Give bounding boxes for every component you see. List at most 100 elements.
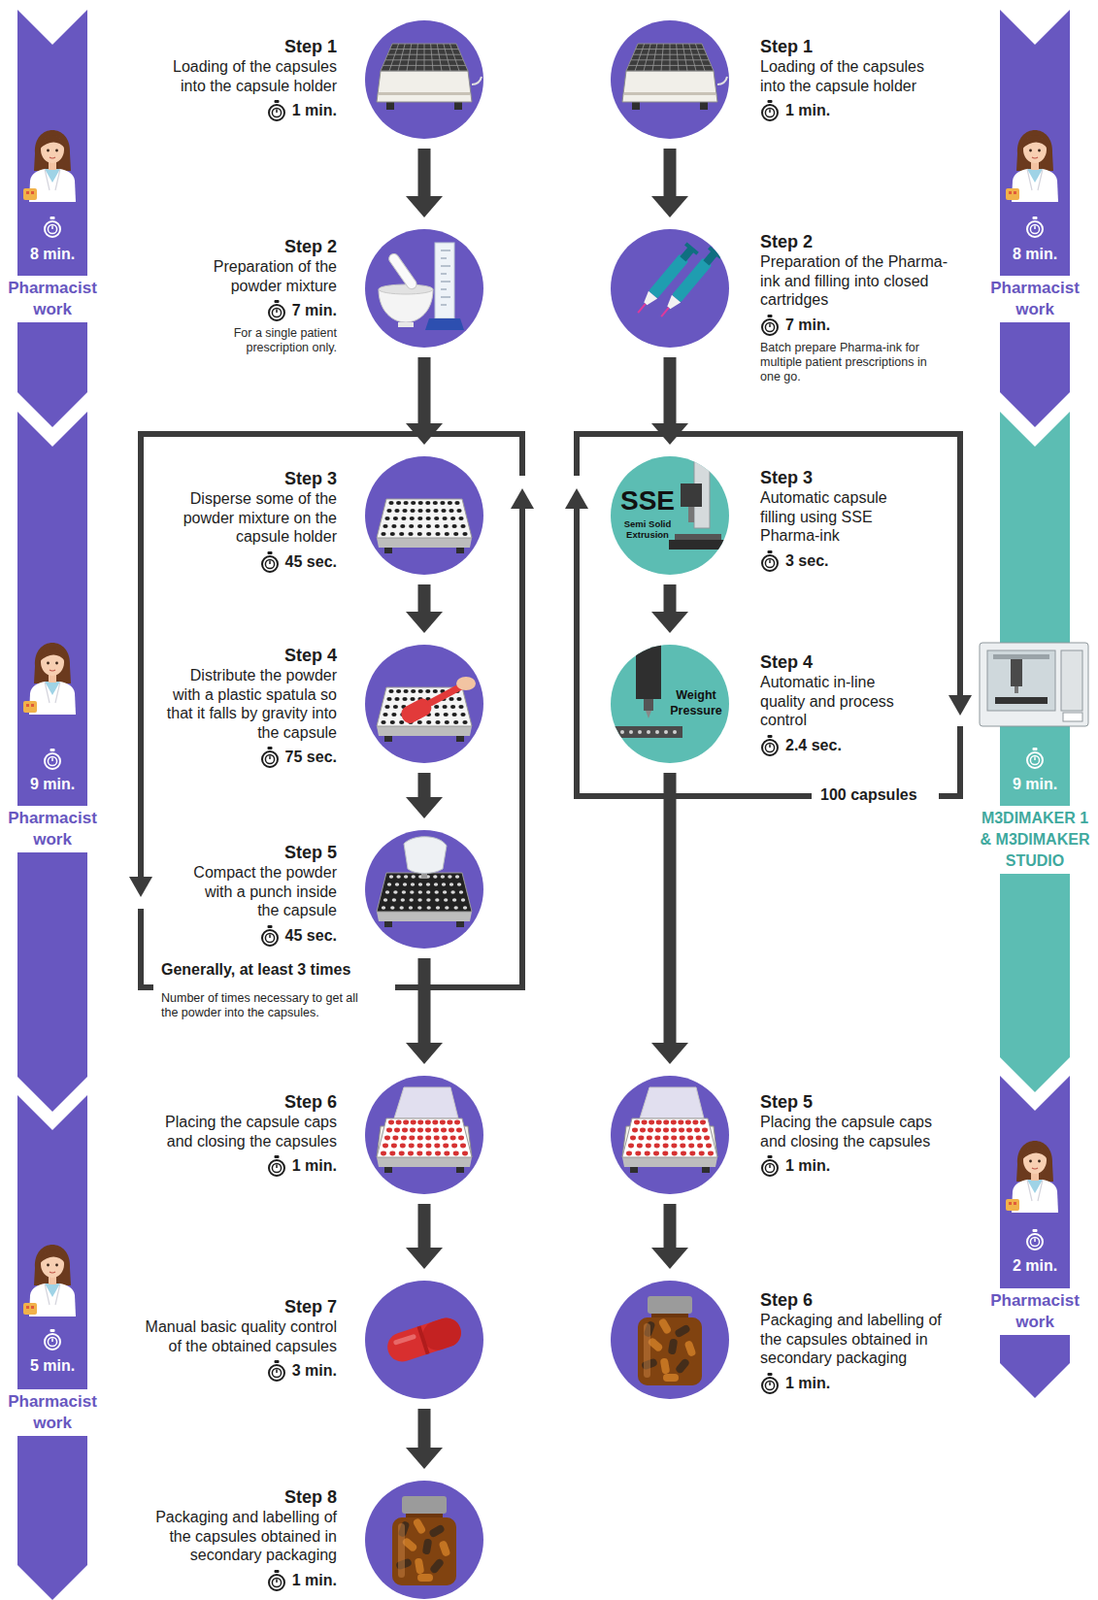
band-label: Pharmacist work: [3, 275, 101, 323]
stopwatch-icon: [260, 551, 280, 573]
illustration-ellipse: [432, 689, 438, 694]
step-circle: [365, 1480, 484, 1599]
illustration-ellipse: [403, 874, 408, 879]
illustration-rect: [383, 1314, 465, 1366]
illustration-ellipse: [456, 1128, 463, 1133]
illustration-ellipse: [692, 1120, 699, 1126]
illustration-line: [637, 303, 646, 313]
illustration-polygon: [645, 710, 652, 719]
band-time: 9 min.: [971, 774, 1098, 795]
illustration-circle: [271, 307, 281, 317]
illustration-ellipse: [40, 1250, 65, 1278]
step-node: Step 8Packaging and labelling of the cap…: [145, 1480, 484, 1599]
band-label: M3DIMAKER 1 & M3DIMAKER STUDIO: [976, 805, 1094, 874]
illustration-path: [1033, 226, 1036, 230]
illustration-ellipse: [639, 1128, 646, 1133]
illustration-ellipse: [443, 712, 449, 717]
illustration-svg: [365, 830, 484, 949]
step-circle: [610, 229, 730, 348]
illustration-line: [382, 65, 466, 67]
illustration-circle: [365, 644, 484, 764]
illustration-svg: [266, 1360, 287, 1382]
illustration-ellipse: [670, 1120, 677, 1126]
time-row: 1 min.: [760, 1153, 945, 1179]
illustration-ellipse: [434, 524, 440, 529]
illustration-rect: [398, 1523, 405, 1578]
band-time-box: 8 min.: [0, 244, 105, 265]
step-circle: [365, 456, 484, 575]
illustration-polygon: [626, 43, 714, 71]
illustration-ellipse: [679, 1143, 686, 1149]
time-row: 7 min.: [760, 312, 958, 338]
illustration-ellipse: [1023, 135, 1047, 164]
illustration-rect: [995, 697, 1048, 704]
illustration-ellipse: [443, 1151, 450, 1157]
illustration-ellipse: [432, 1120, 438, 1126]
illustration-ellipse: [383, 898, 388, 902]
step-text: Step 1Loading of the capsules into the c…: [760, 35, 937, 124]
illustration-ellipse: [444, 905, 449, 910]
illustration-ellipse: [417, 1143, 424, 1149]
illustration-ellipse: [456, 508, 462, 513]
illustration-circle: [268, 304, 285, 321]
loop-line: [140, 433, 523, 877]
step-text: Step 2Preparation of the Pharma-ink and …: [760, 231, 958, 385]
illustration-path: [403, 836, 447, 874]
illustration-circle: [365, 1075, 484, 1195]
arrow-shaft: [418, 772, 432, 799]
illustration-rect: [1032, 1229, 1038, 1232]
step-description: Placing the capsule caps and closing the…: [760, 1112, 945, 1151]
illustration-circle: [262, 930, 278, 946]
illustration-ellipse: [454, 500, 460, 505]
stopwatch-icon: [266, 1155, 287, 1177]
step-time: 7 min.: [785, 315, 831, 335]
illustration-ellipse: [426, 532, 432, 536]
illustration-g: [979, 642, 1089, 727]
step-description: Distribute the powder with a plastic spa…: [166, 665, 337, 742]
illustration-circle: [44, 1333, 61, 1350]
illustration-circle: [646, 730, 651, 734]
illustration-svg: [365, 644, 484, 764]
illustration-circle: [55, 662, 59, 666]
illustration-ellipse: [408, 1143, 415, 1149]
illustration-path: [275, 309, 278, 313]
step-text: Step 5Compact the powder with a punch in…: [186, 841, 337, 949]
illustration-ellipse: [418, 890, 423, 895]
illustration-path: [49, 669, 56, 671]
illustration-rect: [273, 1360, 279, 1364]
illustration-g: [1027, 216, 1043, 237]
illustration-ellipse: [391, 712, 397, 717]
band-time: 8 min.: [0, 244, 105, 265]
illustration-circle: [1027, 752, 1043, 768]
illustration-ellipse: [434, 1151, 441, 1157]
illustration-line: [440, 266, 451, 267]
step-heading: Step 6: [152, 1091, 337, 1113]
illustration-circle: [765, 558, 774, 567]
band-shape: [0, 1095, 105, 1600]
illustration-line: [631, 59, 709, 61]
arrow-head: [651, 1247, 689, 1269]
illustration-ellipse: [449, 882, 454, 887]
illustration-rect: [979, 642, 1089, 727]
illustration-g: [622, 1087, 718, 1173]
illustration-circle: [610, 1075, 730, 1195]
illustration-line: [689, 43, 697, 71]
illustration-ellipse: [699, 1120, 706, 1126]
illustration-ellipse: [389, 1151, 396, 1157]
step-time: 1 min.: [785, 1373, 831, 1394]
illustration-polygon: [376, 70, 472, 102]
step-description: Packaging and labelling of the capsules …: [760, 1310, 955, 1368]
illustration-ellipse: [396, 689, 401, 694]
illustration-ellipse: [410, 689, 416, 694]
illustration-ellipse: [443, 898, 448, 902]
illustration-ellipse: [626, 1151, 633, 1157]
illustration-rect: [23, 188, 37, 200]
illustration-rect: [1013, 191, 1017, 195]
illustration-circle: [265, 559, 274, 568]
illustration-svg: [260, 925, 280, 947]
step-time: 3 sec.: [785, 551, 829, 571]
arrow-head: [651, 1042, 689, 1065]
illustration-ellipse: [393, 704, 399, 709]
time-row: 1 min.: [160, 98, 337, 124]
illustration-line: [449, 43, 460, 71]
